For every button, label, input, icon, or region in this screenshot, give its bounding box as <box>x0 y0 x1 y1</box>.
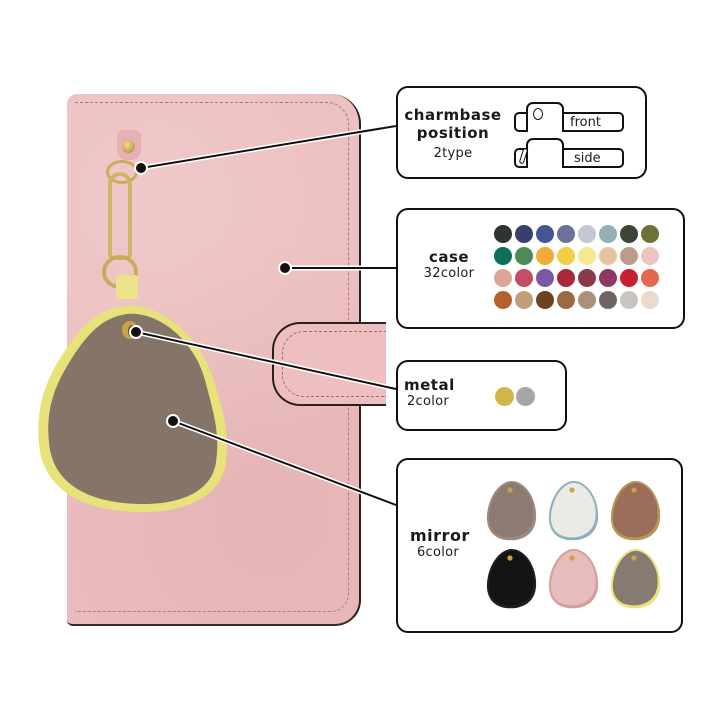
case-color-swatch <box>557 291 575 309</box>
case-subtitle: 32color <box>423 266 475 281</box>
case-color-swatch <box>515 291 533 309</box>
mirror-color-swatch <box>548 480 599 541</box>
case-color-swatch <box>494 269 512 287</box>
case-color-swatch <box>578 269 596 287</box>
case-outline <box>514 112 624 132</box>
mirror-color-swatch <box>548 548 599 609</box>
case-outline <box>514 148 624 168</box>
option-front: front <box>514 102 626 132</box>
mirror-color-swatch <box>486 548 537 609</box>
option-front-label: front <box>570 115 601 130</box>
mirror-charm-image <box>38 305 227 512</box>
metal-swatch-silver <box>516 387 535 406</box>
case-color-swatch <box>536 269 554 287</box>
mirror-color-swatch <box>486 480 537 541</box>
case-color-swatch <box>578 247 596 265</box>
case-color-swatch <box>515 247 533 265</box>
metal-title: metal <box>404 376 455 394</box>
option-side-label: side <box>574 151 601 166</box>
side-charm-icon <box>518 138 564 168</box>
metal-color-callout: metal 2color <box>396 360 567 431</box>
mirror-title: mirror <box>410 526 470 545</box>
case-color-swatch <box>536 291 554 309</box>
case-color-swatch <box>620 291 638 309</box>
charmbase-title-line1: charmbase <box>404 106 502 124</box>
charmbase-position-callout: charmbase position 2type front side <box>396 86 647 179</box>
case-color-swatch <box>599 247 617 265</box>
case-color-swatch <box>578 225 596 243</box>
case-color-swatch <box>494 247 512 265</box>
mirror-color-swatch <box>610 480 661 541</box>
case-color-swatch <box>536 247 554 265</box>
mirror-color-callout: mirror 6color <box>396 458 683 633</box>
case-color-swatch <box>494 291 512 309</box>
case-color-swatch <box>557 225 575 243</box>
case-color-swatch <box>620 247 638 265</box>
case-color-swatch <box>641 269 659 287</box>
charmbase-title-line2: position <box>416 124 490 142</box>
front-charm-icon <box>526 102 564 132</box>
mirror-color-swatch <box>610 548 661 609</box>
case-color-swatch <box>641 291 659 309</box>
charmbase-subtitle: 2type <box>433 146 473 161</box>
case-color-swatch <box>536 225 554 243</box>
charmbase-rivet <box>122 140 135 153</box>
case-color-swatch <box>641 225 659 243</box>
case-color-swatch <box>599 269 617 287</box>
option-side: side <box>514 138 626 168</box>
case-color-swatch <box>620 225 638 243</box>
mirror-strap <box>116 275 138 299</box>
case-color-swatches <box>494 225 659 309</box>
mirror-subtitle: 6color <box>416 545 460 560</box>
case-color-swatch <box>599 291 617 309</box>
case-color-swatch <box>641 247 659 265</box>
case-color-swatch <box>557 269 575 287</box>
case-color-swatch <box>599 225 617 243</box>
metal-swatch-gold <box>495 387 514 406</box>
metal-subtitle: 2color <box>406 394 450 409</box>
case-color-swatch <box>494 225 512 243</box>
case-color-swatch <box>620 269 638 287</box>
case-color-swatch <box>578 291 596 309</box>
case-title: case <box>428 248 470 266</box>
case-color-swatch <box>515 269 533 287</box>
case-color-callout: case 32color <box>396 208 685 329</box>
case-color-swatch <box>557 247 575 265</box>
case-color-swatch <box>515 225 533 243</box>
